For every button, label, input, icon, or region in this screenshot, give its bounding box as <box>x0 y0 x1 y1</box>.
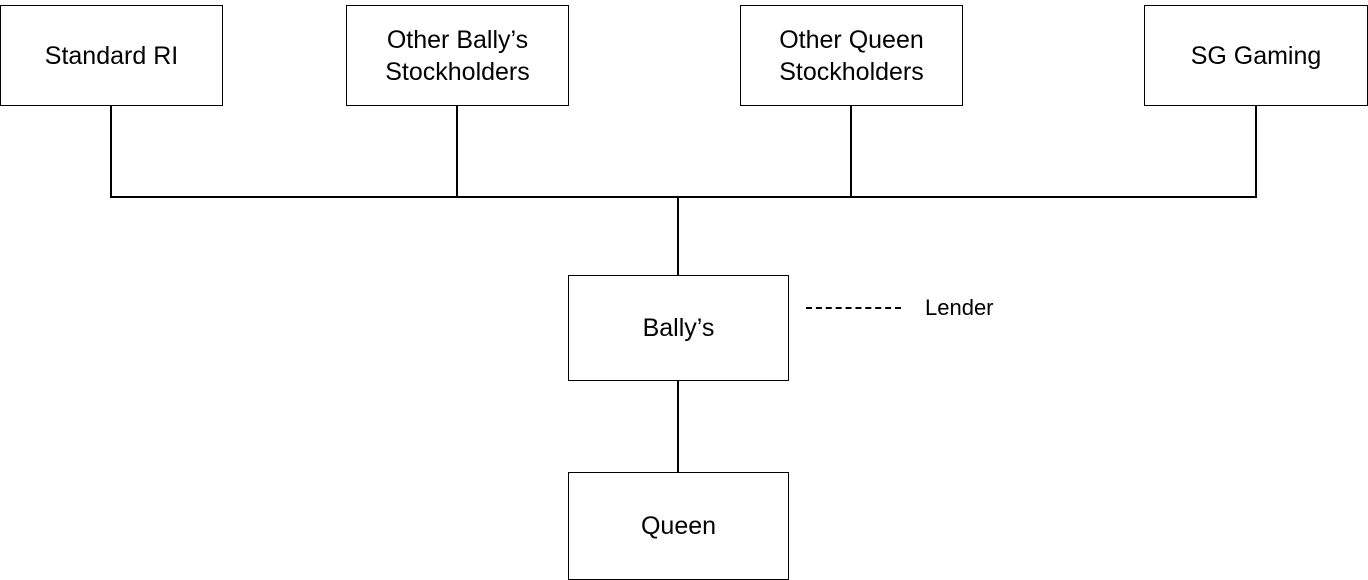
connector-other-queen-drop <box>850 106 852 198</box>
connector-standard-ri-drop <box>110 106 112 198</box>
node-other-ballys-stockholders-label: Other Bally’s Stockholders <box>385 25 530 86</box>
node-other-queen-stockholders[interactable]: Other Queen Stockholders <box>740 5 963 106</box>
node-other-queen-stockholders-label: Other Queen Stockholders <box>779 25 924 86</box>
connector-bus-to-ballys <box>677 197 679 276</box>
node-queen[interactable]: Queen <box>568 472 789 580</box>
node-ballys-label: Bally’s <box>642 314 715 342</box>
connector-horizontal-bus <box>110 196 1257 198</box>
connector-sg-gaming-drop <box>1255 106 1257 198</box>
node-sg-gaming-label: SG Gaming <box>1190 41 1322 70</box>
node-other-ballys-stockholders[interactable]: Other Bally’s Stockholders <box>346 5 569 106</box>
connector-ballys-lender-dashed <box>806 307 901 309</box>
node-sg-gaming[interactable]: SG Gaming <box>1144 5 1368 106</box>
node-standard-ri-label: Standard RI <box>44 41 179 70</box>
connector-ballys-to-queen <box>677 380 679 473</box>
node-queen-label: Queen <box>640 512 717 540</box>
connector-other-ballys-drop <box>456 106 458 198</box>
node-ballys[interactable]: Bally’s <box>568 275 789 381</box>
node-standard-ri[interactable]: Standard RI <box>0 5 223 106</box>
lender-label: Lender <box>925 295 994 320</box>
